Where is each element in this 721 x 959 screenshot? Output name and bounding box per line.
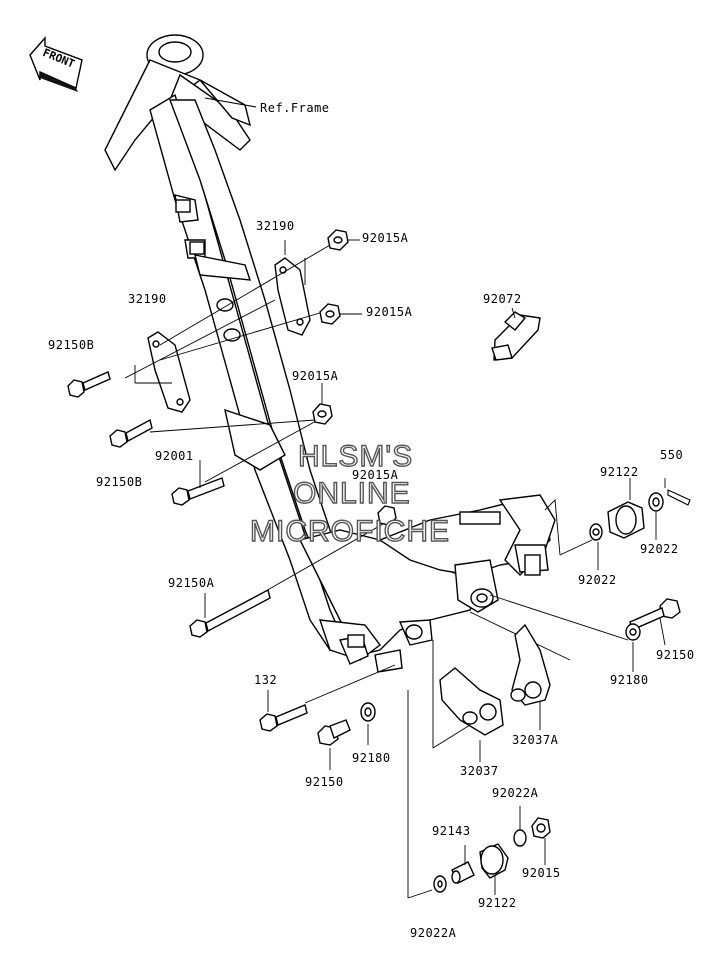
collar-92122-lower [479, 843, 509, 879]
label-550: 550 [660, 448, 684, 462]
label-92150A: 92150A [168, 576, 215, 590]
washer-92022A-lower [433, 875, 447, 893]
label-32037A: 32037A [512, 733, 559, 747]
washer-92180-lower [360, 702, 376, 722]
label-92015A-4: 92015A [352, 468, 399, 482]
watermark-line-2: ONLINE [292, 476, 411, 510]
engine-plate-32037A [510, 623, 551, 706]
label-92180-right: 92180 [610, 673, 649, 687]
label-32190-rear: 32190 [256, 219, 295, 233]
label-92015: 92015 [522, 866, 561, 880]
label-92022A-upper: 92022A [492, 786, 539, 800]
watermark-line-1: HLSM'S [297, 439, 414, 473]
nut-92015A-2 [319, 303, 341, 325]
engine-plate-32037 [439, 667, 504, 736]
bolt-92150B-2 [109, 418, 153, 448]
label-92022A-lower: 92022A [410, 926, 457, 940]
watermark-line-3: MICROFICHE [249, 514, 450, 548]
label-92022-left: 92022 [578, 573, 617, 587]
label-92143: 92143 [432, 824, 471, 838]
nut-92015 [531, 817, 551, 839]
bolt-92150-lower [317, 719, 351, 746]
label-92015A-2: 92015A [366, 305, 413, 319]
label-132: 132 [254, 673, 278, 687]
hanger-plate-32190-front [147, 331, 191, 413]
front-arrow-icon: FRONT [29, 36, 83, 92]
label-92122-upper: 92122 [600, 465, 639, 479]
label-32190-front: 32190 [128, 292, 167, 306]
sleeve-92143 [451, 861, 475, 884]
label-92015A-3: 92015A [292, 369, 339, 383]
bolt-92150B-1 [67, 371, 111, 398]
nut-92015A-4 [377, 505, 397, 526]
label-32037: 32037 [460, 764, 499, 778]
label-92150-right: 92150 [656, 648, 695, 662]
washer-92022-lower [589, 523, 603, 541]
label-92150B-2: 92150B [96, 475, 143, 489]
bolt-132 [259, 704, 308, 732]
strap-92072 [491, 311, 541, 361]
cotter-pin-550 [667, 489, 691, 506]
washer-92022A-upper [513, 829, 527, 847]
bolt-92150A [189, 588, 271, 638]
bolt-92001 [171, 477, 225, 506]
collar-92122-upper [607, 501, 645, 539]
label-ref-frame: Ref.Frame [260, 101, 330, 115]
label-92122-lower: 92122 [478, 896, 517, 910]
nut-92015A-3 [312, 403, 333, 425]
label-92001: 92001 [155, 449, 194, 463]
label-92180-lower: 92180 [352, 751, 391, 765]
motorcycle-frame [104, 34, 556, 673]
label-92072: 92072 [483, 292, 522, 306]
label-92022-right: 92022 [640, 542, 679, 556]
label-92015A-1: 92015A [362, 231, 409, 245]
washer-92022-upper [648, 492, 664, 512]
nut-92015A-1 [327, 229, 349, 251]
label-92150-lower: 92150 [305, 775, 344, 789]
washer-92180-right [625, 623, 641, 641]
label-92150B-1: 92150B [48, 338, 95, 352]
